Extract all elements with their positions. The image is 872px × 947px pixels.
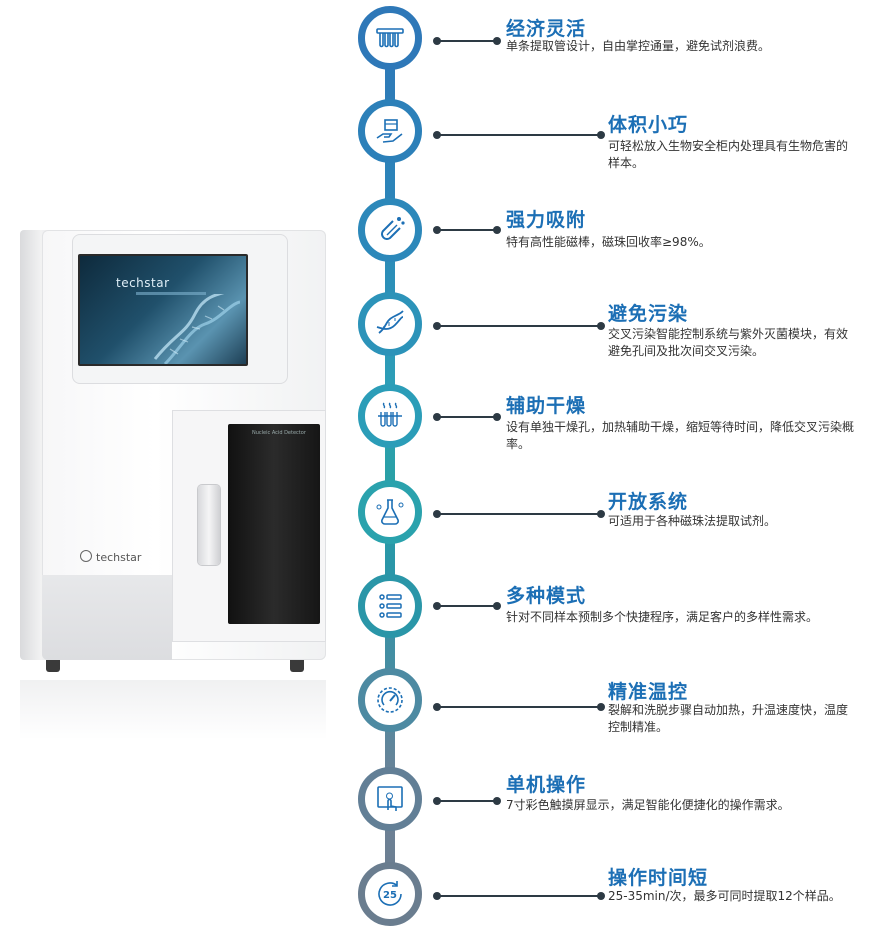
feature-connector-1 bbox=[433, 37, 501, 45]
magnet-icon bbox=[381, 217, 405, 240]
feature-desc-1: 单条提取管设计，自由掌控通量，避免试剂浪费。 bbox=[506, 39, 771, 53]
gauge-icon bbox=[377, 687, 403, 713]
feature-title-6: 开放系统 bbox=[608, 491, 689, 513]
feature-node-7 bbox=[358, 574, 422, 638]
screen-brand-logo: techstar bbox=[116, 276, 170, 290]
feature-connector-2 bbox=[433, 131, 605, 139]
feature-node-1 bbox=[358, 6, 422, 70]
feature-title-4: 避免污染 bbox=[608, 303, 689, 325]
touchscreen-icon bbox=[377, 786, 403, 811]
feature-desc-3: 特有高性能磁棒，磁珠回收率≥98%。 bbox=[506, 235, 711, 249]
instrument-door: Nucleic Acid Detector bbox=[228, 424, 320, 624]
feature-title-2: 体积小巧 bbox=[608, 114, 689, 136]
instrument-base-panel bbox=[42, 575, 172, 660]
feature-node-5 bbox=[358, 384, 422, 448]
timer-25-icon: 25 bbox=[378, 881, 402, 906]
timeline-spine bbox=[385, 38, 395, 918]
feature-connector-5 bbox=[433, 413, 501, 421]
feature-node-9 bbox=[358, 767, 422, 831]
feature-node-2 bbox=[358, 99, 422, 163]
feature-title-10: 操作时间短 bbox=[608, 867, 709, 889]
feature-connector-4 bbox=[433, 322, 605, 330]
door-handle bbox=[198, 485, 220, 565]
timer-25-label: 25 bbox=[383, 890, 397, 901]
hand-box-icon bbox=[376, 119, 403, 143]
flask-icon bbox=[376, 499, 404, 525]
brand-icon bbox=[80, 550, 92, 562]
body-brand-text: techstar bbox=[96, 551, 142, 564]
feature-desc-4: 交叉污染智能控制系统与紫外灭菌模块，有效避免孔间及批次间交叉污染。 bbox=[608, 327, 849, 358]
body-brand-logo: techstar bbox=[80, 550, 141, 564]
feature-connector-10 bbox=[433, 892, 605, 900]
tube-rack-icon bbox=[376, 28, 404, 48]
feature-desc-2: 可轻松放入生物安全柜内处理具有生物危害的样本。 bbox=[608, 139, 849, 170]
feature-connector-7 bbox=[433, 602, 501, 610]
feature-desc-7: 针对不同样本预制多个快捷程序，满足客户的多样性需求。 bbox=[506, 610, 819, 624]
screen-subtitle-bar bbox=[136, 292, 206, 295]
feature-desc-10: 25-35min/次，最多可同时提取12个样品。 bbox=[608, 889, 841, 903]
feature-connector-8 bbox=[433, 703, 605, 711]
feature-title-5: 辅助干燥 bbox=[506, 395, 587, 417]
instrument-illustration: techstar Nucleic Acid Detector techstar bbox=[20, 230, 326, 680]
feature-node-4 bbox=[358, 292, 422, 356]
feature-desc-8: 裂解和洗脱步骤自动加热，升温速度快，温度控制精准。 bbox=[608, 703, 849, 734]
feature-title-9: 单机操作 bbox=[506, 774, 587, 796]
instrument-foot-left bbox=[46, 660, 60, 672]
instrument-foot-right bbox=[290, 660, 304, 672]
instrument-reflection bbox=[20, 680, 326, 740]
dna-helix-graphic bbox=[153, 294, 240, 364]
feature-connector-6 bbox=[433, 510, 605, 518]
feature-title-7: 多种模式 bbox=[506, 585, 587, 607]
feature-title-1: 经济灵活 bbox=[506, 18, 587, 40]
feature-node-3 bbox=[358, 198, 422, 262]
heating-tubes-icon bbox=[378, 402, 402, 427]
feature-node-6 bbox=[358, 480, 422, 544]
door-label: Nucleic Acid Detector bbox=[252, 430, 306, 436]
feature-desc-6: 可适用于各种磁珠法提取试剂。 bbox=[608, 514, 777, 528]
feature-connector-3 bbox=[433, 226, 501, 234]
feature-desc-9: 7寸彩色触摸屏显示，满足智能化便捷化的操作需求。 bbox=[506, 798, 790, 812]
instrument-touchscreen: techstar bbox=[78, 254, 248, 366]
mode-list-icon bbox=[379, 594, 402, 618]
feature-desc-5: 设有单独干燥孔，加热辅助干燥，缩短等待时间，降低交叉污染概率。 bbox=[506, 420, 855, 451]
feature-node-10: 25 bbox=[358, 862, 422, 926]
feature-title-3: 强力吸附 bbox=[506, 209, 587, 231]
feature-connector-9 bbox=[433, 797, 501, 805]
feature-node-8 bbox=[358, 668, 422, 732]
feature-title-8: 精准温控 bbox=[608, 681, 689, 703]
dna-icon bbox=[376, 310, 404, 334]
